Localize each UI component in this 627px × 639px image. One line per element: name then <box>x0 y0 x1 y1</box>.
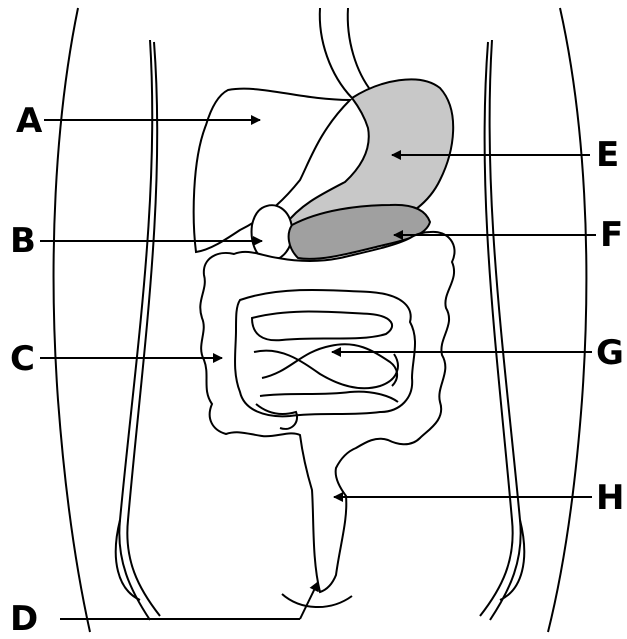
arrow-d-tip <box>300 582 318 619</box>
esophagus <box>320 8 372 98</box>
label-d: D <box>10 602 38 636</box>
label-b: B <box>10 224 36 258</box>
label-f: F <box>600 218 623 252</box>
small-intestine <box>235 290 415 429</box>
gallbladder <box>252 205 293 260</box>
label-h: H <box>596 481 624 515</box>
label-a: A <box>16 104 42 138</box>
anus <box>282 594 352 607</box>
label-g: G <box>596 336 624 370</box>
label-c: C <box>10 342 35 376</box>
label-e: E <box>596 138 619 172</box>
